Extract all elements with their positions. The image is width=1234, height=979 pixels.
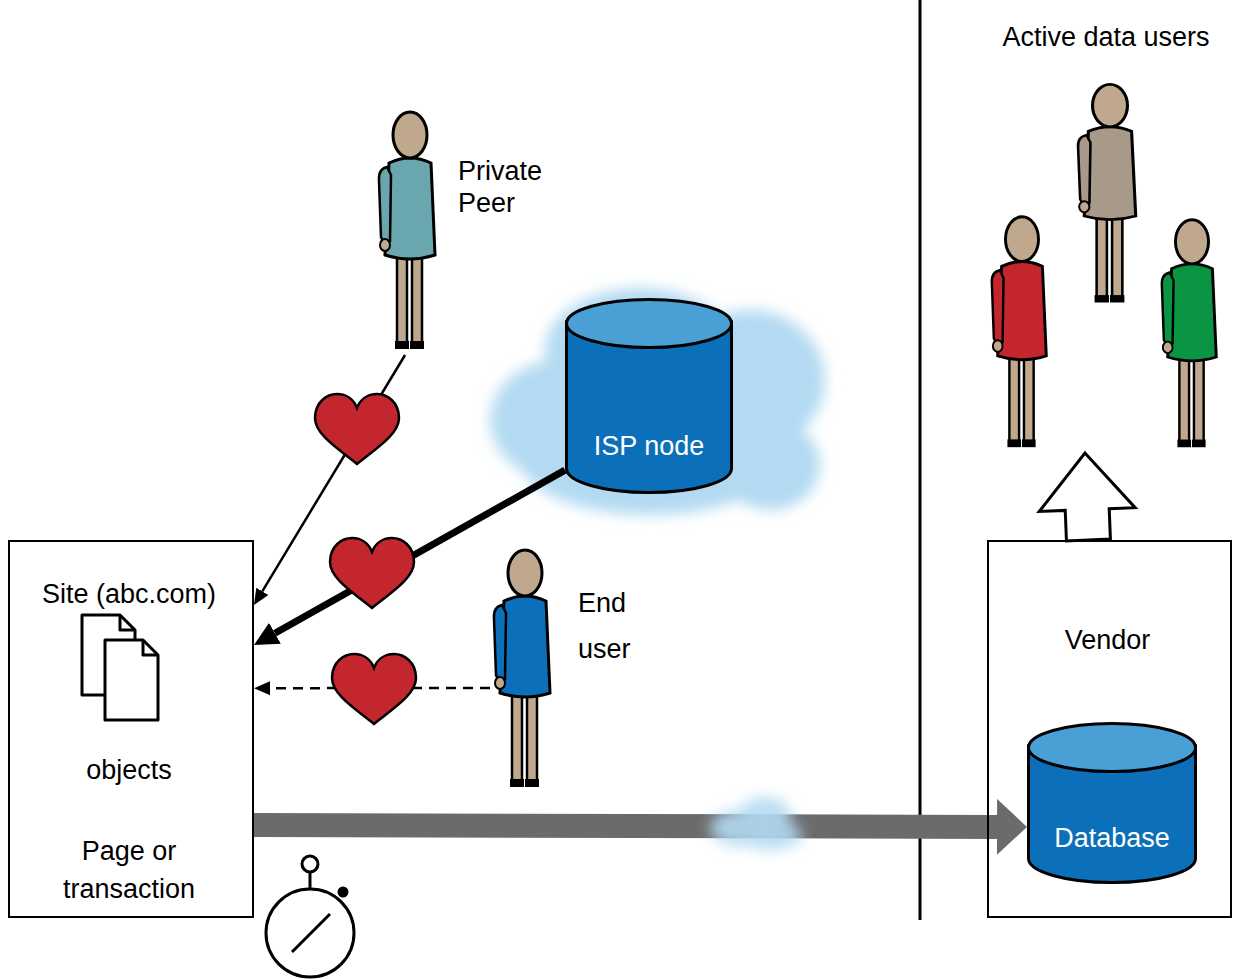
divider-line [919,0,922,920]
isp-cylinder: ISP node [565,298,733,494]
heart-icon [315,394,399,464]
stopwatch [266,856,354,977]
stopwatch-crown [302,856,318,872]
database-cylinder: Database [1027,722,1197,884]
stopwatch-face [266,889,354,977]
node-label: Site (abc.com) [10,578,248,610]
node-label: Database [1027,822,1197,854]
heart-icon [332,654,416,724]
document-page [105,640,158,720]
stopwatch-button [339,888,347,896]
stopwatch-hand [292,914,330,952]
cylinder-shape [1027,722,1197,884]
page-fold [143,640,158,655]
end-user-figure [494,550,550,787]
heart-icon [330,538,414,608]
node-label: ISP node [565,430,733,462]
person-node: End user [490,540,640,790]
node-label: Page or transaction [20,832,238,908]
data-user-figure [992,217,1046,447]
block-arrow [1039,453,1135,541]
connector-arrow [254,825,997,827]
group-node: Active data users [985,15,1227,453]
connector-arrow [275,470,565,633]
data-user-figure [1078,84,1136,302]
data-user-figure [1162,220,1216,448]
cylinder-top [567,300,732,348]
node-label: End user [578,580,640,672]
person-node: Private Peer [375,105,555,355]
objects-icon [82,615,158,720]
node-label: Vendor [989,624,1226,656]
page-fold [120,615,135,630]
network-cloud [710,797,802,850]
cylinder-shape [565,298,733,494]
node-label: Active data users [985,21,1227,53]
site-box: Site (abc.com) objectsPage or transaction [8,540,254,918]
stopwatch-stem [309,872,312,889]
hearts [315,394,416,724]
vendor-box: VendorDatabase [987,540,1232,918]
node-label: objects [10,754,248,786]
cloud-puff [720,420,820,510]
cylinder-top [1029,724,1196,772]
cloud-puff [738,820,802,850]
node-label: Private Peer [458,155,558,220]
private-peer-figure [379,112,435,349]
